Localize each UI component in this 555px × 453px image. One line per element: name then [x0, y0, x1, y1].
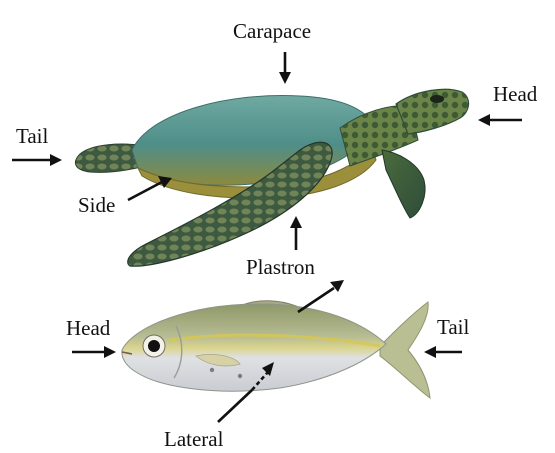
label-lateral: Lateral [164, 427, 224, 451]
label-turtle-head: Head [493, 82, 538, 106]
label-plastron: Plastron [246, 255, 315, 279]
turtle-eye [430, 95, 444, 103]
turtle-head [396, 89, 469, 134]
plastron-fish-arrow [298, 288, 334, 312]
fish-pupil [148, 340, 160, 352]
fish-tail-arrowhead [424, 346, 436, 358]
lateral-arrow [218, 390, 252, 422]
fish-spot [238, 374, 242, 378]
turtle-illustration [75, 89, 468, 266]
label-side: Side [78, 193, 115, 217]
fish-tail-fin [380, 302, 430, 398]
fish-head-arrowhead [104, 346, 116, 358]
turtle-head-arrowhead [478, 114, 490, 126]
turtle-tail-arrowhead [50, 154, 62, 166]
label-fish-head: Head [66, 316, 111, 340]
side-arrow [128, 182, 162, 200]
fish-illustration [122, 301, 430, 398]
carapace-arrowhead [279, 72, 291, 84]
label-fish-tail: Tail [437, 315, 470, 339]
turtle-right-flipper [382, 150, 425, 218]
plastron-arrowhead [290, 216, 302, 228]
label-turtle-tail: Tail [16, 124, 49, 148]
fish-spot [210, 368, 214, 372]
label-carapace: Carapace [233, 19, 311, 43]
